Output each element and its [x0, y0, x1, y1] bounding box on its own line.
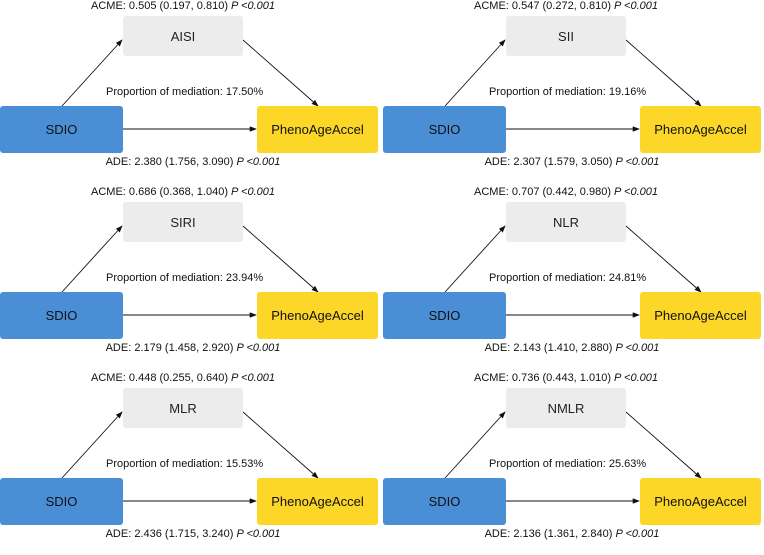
outcome-box: PhenoAgeAccel: [257, 478, 378, 525]
mediation-panel-aisi: ACME: 0.505 (0.197, 0.810) P <0.001 AISI…: [0, 0, 382, 183]
acme-p-value: P <0.001: [614, 186, 658, 198]
mediator-box: MLR: [123, 388, 243, 428]
exposure-box: SDIO: [383, 106, 506, 153]
outcome-box: PhenoAgeAccel: [257, 106, 378, 153]
ade-p-value: P <0.001: [615, 528, 660, 540]
mediation-panel-mlr: ACME: 0.448 (0.255, 0.640) P <0.001 MLR …: [0, 372, 382, 555]
ade-label: ADE: 2.143 (1.410, 2.880) P <0.001: [484, 342, 660, 354]
panel-arrows: [444, 39, 702, 132]
mediation-panel-nmlr: ACME: 0.736 (0.443, 1.010) P <0.001 NMLR…: [383, 372, 764, 555]
acme-p-value: P <0.001: [231, 372, 275, 384]
exposure-box: SDIO: [383, 478, 506, 525]
proportion-label: Proportion of mediation: 23.94%: [106, 272, 264, 284]
proportion-label: Proportion of mediation: 15.53%: [106, 458, 264, 470]
mediator-box: AISI: [123, 16, 243, 56]
ade-p-value: P <0.001: [236, 528, 281, 540]
mediator-box: NLR: [506, 202, 626, 242]
acme-p-value: P <0.001: [231, 0, 275, 12]
acme-label: ACME: 0.707 (0.442, 0.980) P <0.001: [474, 186, 658, 198]
outcome-box: PhenoAgeAccel: [257, 292, 378, 339]
mediation-panel-siri: ACME: 0.686 (0.368, 1.040) P <0.001 SIRI…: [0, 186, 382, 369]
panel-arrows: [61, 39, 319, 132]
acme-p-value: P <0.001: [614, 372, 658, 384]
proportion-label: Proportion of mediation: 24.81%: [489, 272, 647, 284]
exposure-box: SDIO: [0, 292, 123, 339]
mediation-panel-sii: ACME: 0.547 (0.272, 0.810) P <0.001 SII …: [383, 0, 764, 183]
outcome-box: PhenoAgeAccel: [640, 478, 761, 525]
ade-p-value: P <0.001: [615, 156, 660, 168]
ade-label: ADE: 2.307 (1.579, 3.050) P <0.001: [484, 156, 660, 168]
exposure-box: SDIO: [0, 106, 123, 153]
ade-label: ADE: 2.179 (1.458, 2.920) P <0.001: [105, 342, 281, 354]
acme-p-value: P <0.001: [614, 0, 658, 12]
acme-label: ACME: 0.686 (0.368, 1.040) P <0.001: [91, 186, 275, 198]
panel-arrows: [444, 411, 702, 504]
ade-label: ADE: 2.436 (1.715, 3.240) P <0.001: [105, 528, 281, 540]
ade-label: ADE: 2.380 (1.756, 3.090) P <0.001: [105, 156, 281, 168]
outcome-box: PhenoAgeAccel: [640, 106, 761, 153]
panel-arrows: [61, 411, 319, 504]
proportion-label: Proportion of mediation: 25.63%: [489, 458, 647, 470]
acme-label: ACME: 0.448 (0.255, 0.640) P <0.001: [91, 372, 275, 384]
ade-p-value: P <0.001: [236, 342, 281, 354]
mediator-box: NMLR: [506, 388, 626, 428]
exposure-box: SDIO: [383, 292, 506, 339]
mediation-panel-nlr: ACME: 0.707 (0.442, 0.980) P <0.001 NLR …: [383, 186, 764, 369]
proportion-label: Proportion of mediation: 19.16%: [489, 86, 647, 98]
ade-p-value: P <0.001: [236, 156, 281, 168]
acme-label: ACME: 0.736 (0.443, 1.010) P <0.001: [474, 372, 658, 384]
ade-p-value: P <0.001: [615, 342, 660, 354]
outcome-box: PhenoAgeAccel: [640, 292, 761, 339]
acme-p-value: P <0.001: [231, 186, 275, 198]
exposure-box: SDIO: [0, 478, 123, 525]
acme-label: ACME: 0.505 (0.197, 0.810) P <0.001: [91, 0, 275, 12]
acme-label: ACME: 0.547 (0.272, 0.810) P <0.001: [474, 0, 658, 12]
ade-label: ADE: 2.136 (1.361, 2.840) P <0.001: [484, 528, 660, 540]
proportion-label: Proportion of mediation: 17.50%: [106, 86, 264, 98]
mediator-box: SIRI: [123, 202, 243, 242]
panel-arrows: [444, 225, 702, 318]
mediator-box: SII: [506, 16, 626, 56]
panel-arrows: [61, 225, 319, 318]
